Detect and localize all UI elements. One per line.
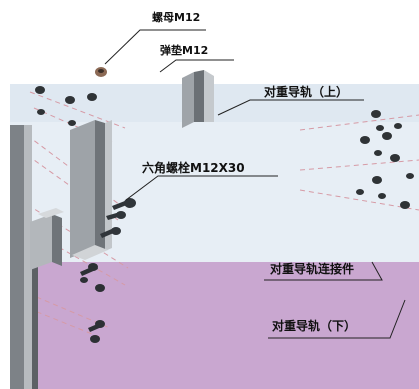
rail-joint-plate	[30, 208, 64, 270]
upper-background-band	[10, 84, 419, 122]
nut-icon	[87, 93, 97, 101]
hex-bolt-group	[100, 198, 136, 238]
callout-line-washer	[159, 59, 234, 73]
nut-group-right	[356, 110, 414, 209]
hex-bolt-lower-group	[80, 263, 105, 343]
callout-line-lower	[268, 299, 406, 339]
callout-nut-part	[95, 67, 107, 77]
guide-rail-middle	[70, 120, 112, 260]
lower-background-band	[10, 262, 419, 389]
nut-group-left	[35, 86, 97, 126]
callout-line-joint	[264, 261, 383, 281]
callout-lines	[104, 29, 406, 339]
nut-icon	[65, 96, 75, 104]
label-spring-washer-m12: 弹垫M12	[160, 44, 209, 57]
callout-line-nut	[104, 29, 206, 65]
label-nut-m12: 螺母M12	[152, 11, 201, 24]
label-guide-rail-upper: 对重导轨（上）	[264, 85, 349, 99]
callout-line-bolt	[125, 175, 278, 201]
washer-icon	[68, 120, 76, 126]
label-rail-joint-plate: 对重导轨连接件	[270, 262, 355, 276]
label-guide-rail-lower: 对重导轨（下）	[272, 319, 357, 333]
washer-icon	[37, 109, 45, 115]
label-hex-bolt: 六角螺栓M12X30	[142, 161, 245, 175]
guide-rail-lower-left	[10, 125, 38, 389]
nut-icon	[35, 86, 45, 94]
callout-line-upper	[217, 99, 364, 116]
guide-rail-upper	[182, 70, 214, 128]
